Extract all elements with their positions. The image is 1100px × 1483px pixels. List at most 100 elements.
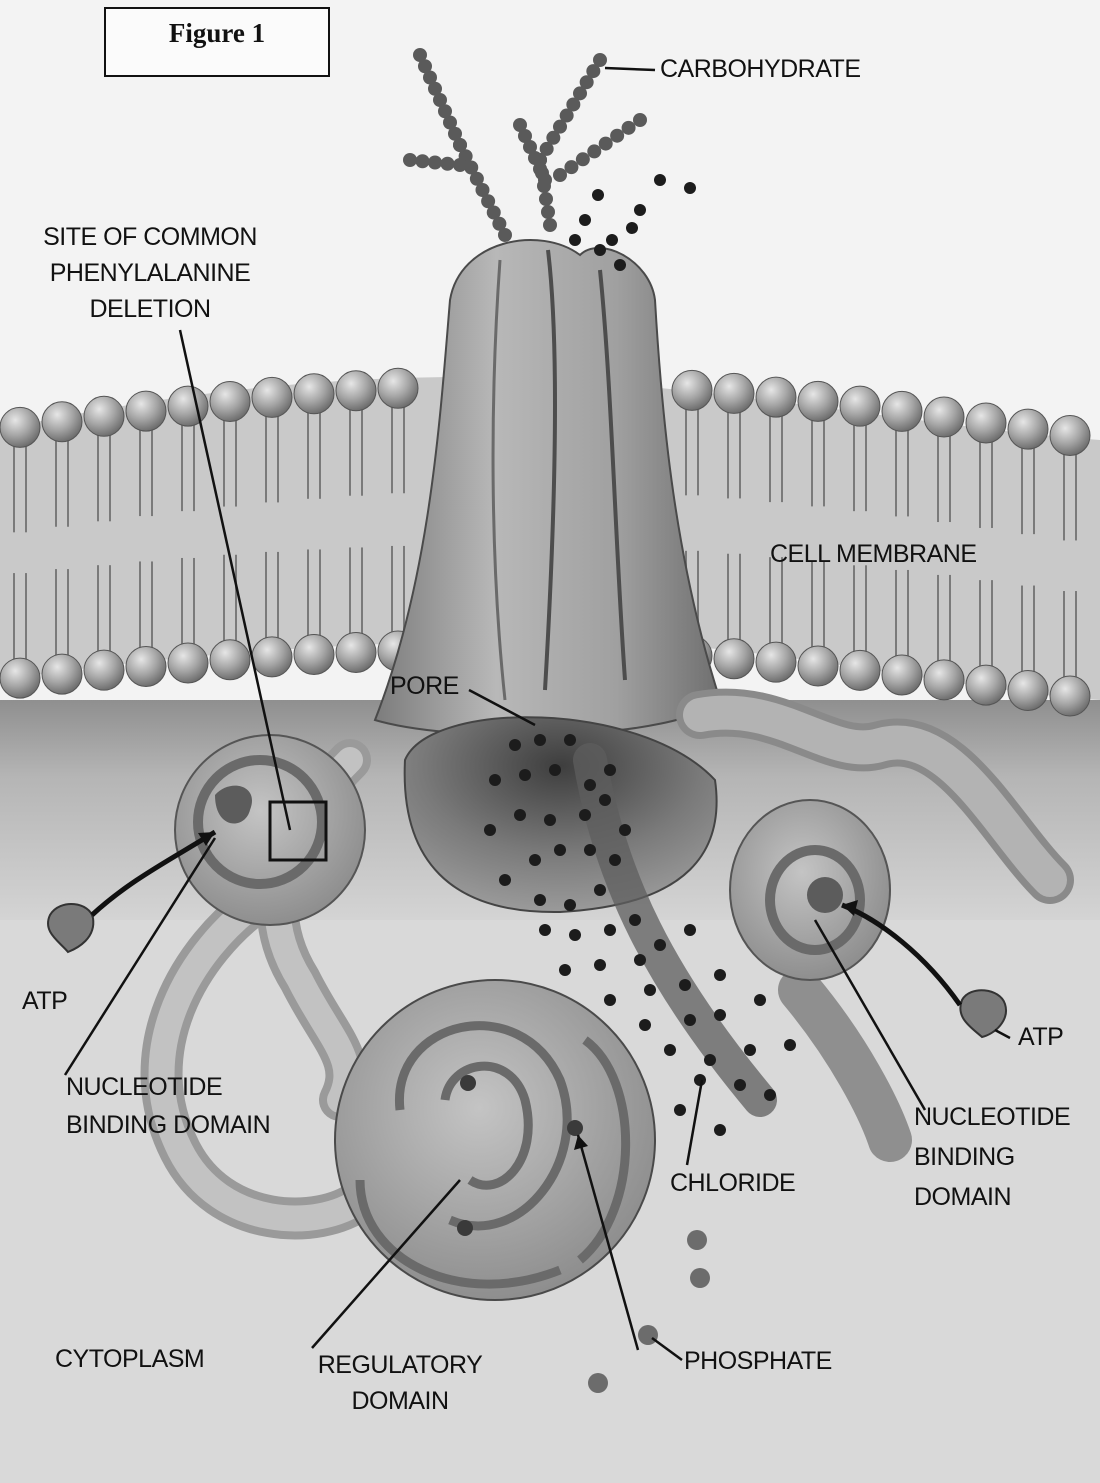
lipid-head xyxy=(1050,415,1090,455)
sugar-bead xyxy=(441,157,455,171)
chloride-ion xyxy=(509,739,521,751)
sugar-bead xyxy=(543,218,557,232)
chloride-ion xyxy=(734,1079,746,1091)
chloride-ion xyxy=(684,924,696,936)
lipid-head xyxy=(294,634,334,674)
lipid-head xyxy=(378,368,418,408)
lipid-head xyxy=(714,373,754,413)
chloride-ion xyxy=(534,894,546,906)
sugar-bead xyxy=(553,168,567,182)
chloride-ion xyxy=(579,809,591,821)
free-phosphate xyxy=(638,1325,658,1345)
chloride-ion xyxy=(606,234,618,246)
label-site-line3: DELETION xyxy=(20,292,280,326)
label-nbd-right-line2: BINDING xyxy=(914,1140,1015,1174)
free-phosphate xyxy=(687,1230,707,1250)
label-chloride: CHLORIDE xyxy=(670,1166,795,1200)
chloride-ion xyxy=(544,814,556,826)
lipid-head xyxy=(840,650,880,690)
sugar-bead xyxy=(593,53,607,67)
phosphate-site-3 xyxy=(567,1120,583,1136)
lipid-head xyxy=(42,402,82,442)
label-regulatory-line2: DOMAIN xyxy=(300,1384,500,1418)
figure-title-box: Figure 1 xyxy=(104,7,330,77)
chloride-ion xyxy=(514,809,526,821)
lipid-head xyxy=(672,370,712,410)
lipid-head xyxy=(1008,671,1048,711)
label-cytoplasm: CYTOPLASM xyxy=(55,1342,204,1376)
chloride-ion xyxy=(594,959,606,971)
lipid-head xyxy=(126,391,166,431)
chloride-ion xyxy=(644,984,656,996)
chloride-ion xyxy=(519,769,531,781)
phosphate-site-1 xyxy=(460,1075,476,1091)
chloride-ion xyxy=(684,1014,696,1026)
chloride-ion xyxy=(579,214,591,226)
chloride-ion xyxy=(654,939,666,951)
label-phosphate: PHOSPHATE xyxy=(684,1344,832,1378)
lipid-head xyxy=(840,386,880,426)
free-phosphate xyxy=(690,1268,710,1288)
sugar-bead xyxy=(413,48,427,62)
chloride-ion xyxy=(484,824,496,836)
label-nbd-right-line1: NUCLEOTIDE xyxy=(914,1100,1070,1134)
figure-title: Figure 1 xyxy=(106,18,328,49)
sugar-bead xyxy=(428,156,442,170)
chloride-ion xyxy=(489,774,501,786)
sugar-bead xyxy=(564,160,578,174)
chloride-ion xyxy=(584,844,596,856)
chloride-ion xyxy=(664,1044,676,1056)
chloride-ion xyxy=(714,1124,726,1136)
lipid-head xyxy=(336,371,376,411)
chloride-ion xyxy=(714,969,726,981)
chloride-ion xyxy=(549,764,561,776)
chloride-ion xyxy=(594,244,606,256)
label-regulatory-line1: REGULATORY xyxy=(300,1348,500,1382)
chloride-ion xyxy=(534,734,546,746)
chloride-ion xyxy=(564,734,576,746)
lipid-head xyxy=(924,397,964,437)
chloride-ion xyxy=(619,824,631,836)
phosphate-site-2 xyxy=(457,1220,473,1236)
chloride-ion xyxy=(594,884,606,896)
sugar-bead xyxy=(513,118,527,132)
lipid-head xyxy=(966,665,1006,705)
sugar-bead xyxy=(622,121,636,135)
free-phosphate xyxy=(588,1373,608,1393)
label-nbd-left-line2: BINDING DOMAIN xyxy=(66,1108,270,1142)
pore-dome xyxy=(405,717,717,912)
chloride-ion xyxy=(614,259,626,271)
chloride-ion xyxy=(604,994,616,1006)
chloride-ion xyxy=(592,189,604,201)
sugar-bead xyxy=(610,129,624,143)
chloride-ion xyxy=(679,979,691,991)
lipid-head xyxy=(966,403,1006,443)
label-nbd-right-line3: DOMAIN xyxy=(914,1180,1011,1214)
chloride-ion xyxy=(559,964,571,976)
label-atp-left: ATP xyxy=(22,984,67,1018)
lipid-head xyxy=(168,643,208,683)
label-carbohydrate: CARBOHYDRATE xyxy=(660,52,861,86)
lipid-head xyxy=(294,374,334,414)
chloride-ion xyxy=(609,854,621,866)
label-nbd-left-line1: NUCLEOTIDE xyxy=(66,1070,222,1104)
right-atp-pocket xyxy=(807,877,843,913)
chloride-ion xyxy=(634,204,646,216)
chloride-ion xyxy=(704,1054,716,1066)
sugar-bead xyxy=(416,154,430,168)
chloride-ion xyxy=(639,1019,651,1031)
chloride-ion xyxy=(764,1089,776,1101)
chloride-ion xyxy=(564,899,576,911)
label-cell-membrane: CELL MEMBRANE xyxy=(770,537,977,571)
lipid-head xyxy=(798,381,838,421)
lipid-head xyxy=(882,655,922,695)
lipid-head xyxy=(756,377,796,417)
sugar-bead xyxy=(576,152,590,166)
lipid-head xyxy=(42,654,82,694)
lipid-head xyxy=(84,650,124,690)
lipid-head xyxy=(798,646,838,686)
chloride-ion xyxy=(634,954,646,966)
chloride-ion xyxy=(626,222,638,234)
chloride-ion xyxy=(604,924,616,936)
